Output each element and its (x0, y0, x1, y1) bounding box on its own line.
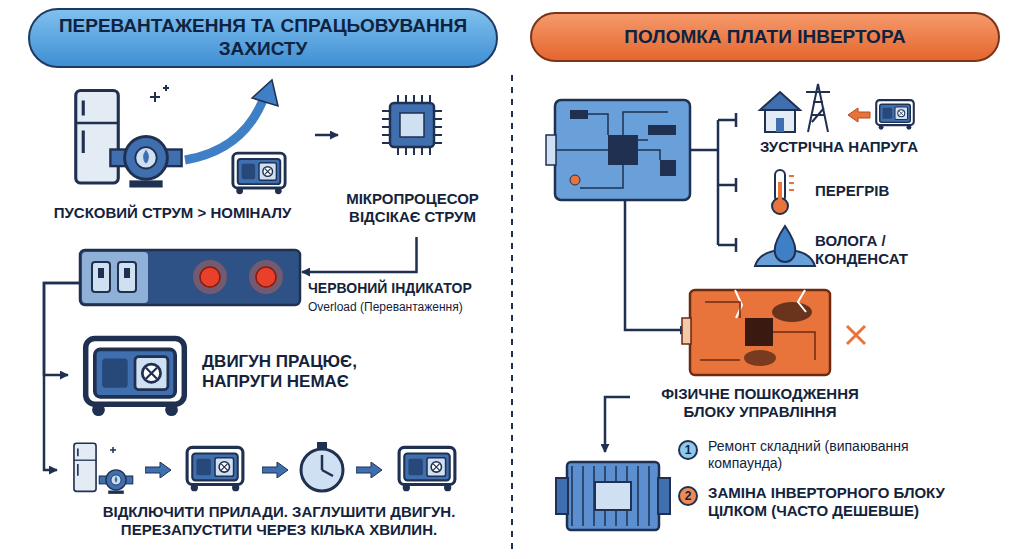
moisture-icon (755, 226, 815, 266)
caption-text: ЧЕРВОНИЙ ІНДИКАТОР (308, 280, 523, 297)
inverter-block (556, 462, 670, 530)
indicator-panel-box: ЧЕРВОНИЙ ІНДИКАТОРOverload (Перевантажен… (80, 250, 300, 305)
cause-item: ВОЛОГА / КОНДЕНСАТ (745, 222, 1010, 277)
header-pill: ПЕРЕВАНТАЖЕННЯ ТА СПРАЦЬОВУВАННЯ ЗАХИСТУ (28, 8, 498, 68)
damaged-board (682, 290, 830, 375)
caption-text: ЗАМІНА ІНВЕРТОРНОГО БЛОКУ ЦІЛКОМ (ЧАСТО … (708, 484, 948, 520)
option-item: 1 Ремонт складний (випаювання компаунда) (678, 438, 998, 480)
caption-text: ВІДКЛЮЧИТИ ПРИЛАДИ. ЗАГЛУШИТИ ДВИГУН. ПЕ… (58, 503, 500, 539)
caption-text: ФІЗИЧНЕ ПОШКОДЖЕННЯ БЛОКУ УПРАВЛІННЯ (638, 385, 882, 421)
backfeed-icons (760, 84, 914, 132)
caption-text: ПЕРЕГРІВ (815, 182, 1000, 200)
flow-arrow (44, 283, 80, 375)
startup-icons (76, 80, 285, 194)
header-text: ПЕРЕВАНТАЖЕННЯ ТА СПРАЦЬОВУВАННЯ ЗАХИСТУ (30, 15, 496, 61)
restart-sequence (74, 442, 455, 494)
heat-fin (582, 466, 584, 526)
indicator-panel (80, 250, 300, 305)
divider (511, 75, 513, 552)
flow-line (625, 200, 688, 330)
caption-text: МІКРОПРОЦЕСОР ВІДСІКАЄ СТРУМ (340, 190, 485, 226)
caption-text: Overload (Перевантаження) (308, 300, 523, 314)
option-item: 2 ЗАМІНА ІНВЕРТОРНОГО БЛОКУ ЦІЛКОМ (ЧАСТО… (678, 484, 998, 550)
damaged-board-box: ФІЗИЧНЕ ПОШКОДЖЕННЯ БЛОКУ УПРАВЛІННЯ (690, 290, 830, 375)
flow-arrow (302, 237, 417, 272)
microprocessor-chip (382, 95, 442, 155)
icon-group: ПУСКОВИЙ СТРУМ > НОМІНАЛУ (30, 80, 315, 228)
caption-text: Ремонт складний (випаювання компаунда) (708, 438, 948, 472)
callout-number: 1 (678, 440, 698, 460)
heat-fin (571, 466, 573, 526)
flow-arrow (44, 283, 80, 470)
cause-item: ПЕРЕГРІВ (745, 165, 1010, 217)
icon-group: МІКРОПРОЦЕСОР ВІДСІКАЄ СТРУМ (340, 92, 485, 237)
heat-fin (648, 466, 650, 526)
icon-group: ВІДКЛЮЧИТИ ПРИЛАДИ. ЗАГЛУШИТИ ДВИГУН. ПЕ… (58, 435, 500, 550)
callout-number: 2 (678, 486, 698, 506)
flow-arrow (315, 134, 338, 137)
cause-bracket (690, 113, 736, 252)
header-pill: ПОЛОМКА ПЛАТИ ІНВЕРТОРА (530, 12, 1000, 62)
caption-text: ВОЛОГА / КОНДЕНСАТ (815, 232, 965, 268)
caption-text: ПУСКОВИЙ СТРУМ > НОМІНАЛУ (30, 204, 315, 222)
thermometer-icon (772, 170, 794, 214)
icon-group: ДВИГУН ПРАЦЮЄ, НАПРУГИ НЕМАЄ (70, 330, 370, 420)
caption-text: ЗУСТРІЧНА НАПРУГА (760, 138, 1005, 156)
caption-text: ДВИГУН ПРАЦЮЄ, НАПРУГИ НЕМАЄ (202, 352, 372, 393)
generator-icon (86, 338, 185, 416)
inverter-board (546, 100, 690, 200)
header-text: ПОЛОМКА ПЛАТИ ІНВЕРТОРА (610, 26, 919, 49)
flow-line (605, 397, 630, 452)
fail-cross (847, 326, 865, 344)
heat-fin (637, 466, 639, 526)
cause-item: ЗУСТРІЧНА НАПРУГА (745, 80, 1010, 162)
